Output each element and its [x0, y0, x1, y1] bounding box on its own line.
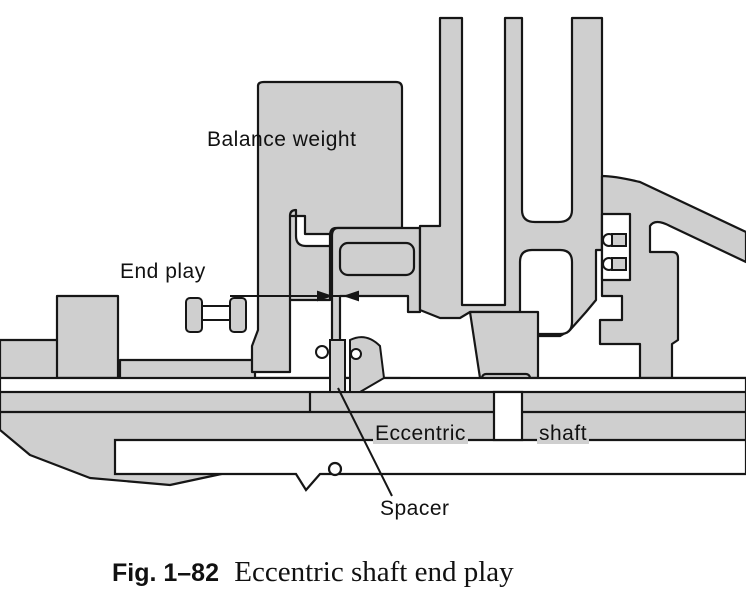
balance-weight	[250, 80, 404, 374]
balance-weight-label: Balance weight	[207, 128, 357, 151]
front-cover-block	[55, 294, 120, 380]
rotor-housing-left	[418, 16, 604, 338]
figure-title: Eccentric shaft end play	[234, 556, 514, 588]
figure-caption: Fig. 1–82 Eccentric shaft end play	[112, 556, 514, 589]
end-play-label: End play	[120, 260, 206, 283]
figure-number: Fig. 1–82	[112, 559, 219, 587]
eccentric-label: Eccentric	[373, 422, 468, 445]
oil-passage	[492, 390, 524, 442]
spacer-label: Spacer	[380, 497, 450, 520]
spacer	[329, 339, 346, 393]
plug-bolt	[327, 461, 343, 477]
needle-bearing	[338, 241, 416, 277]
spacer-leader	[337, 387, 393, 497]
stationary-gear	[468, 310, 540, 380]
shaft-bore	[113, 438, 746, 492]
shaft-label: shaft	[537, 422, 590, 445]
